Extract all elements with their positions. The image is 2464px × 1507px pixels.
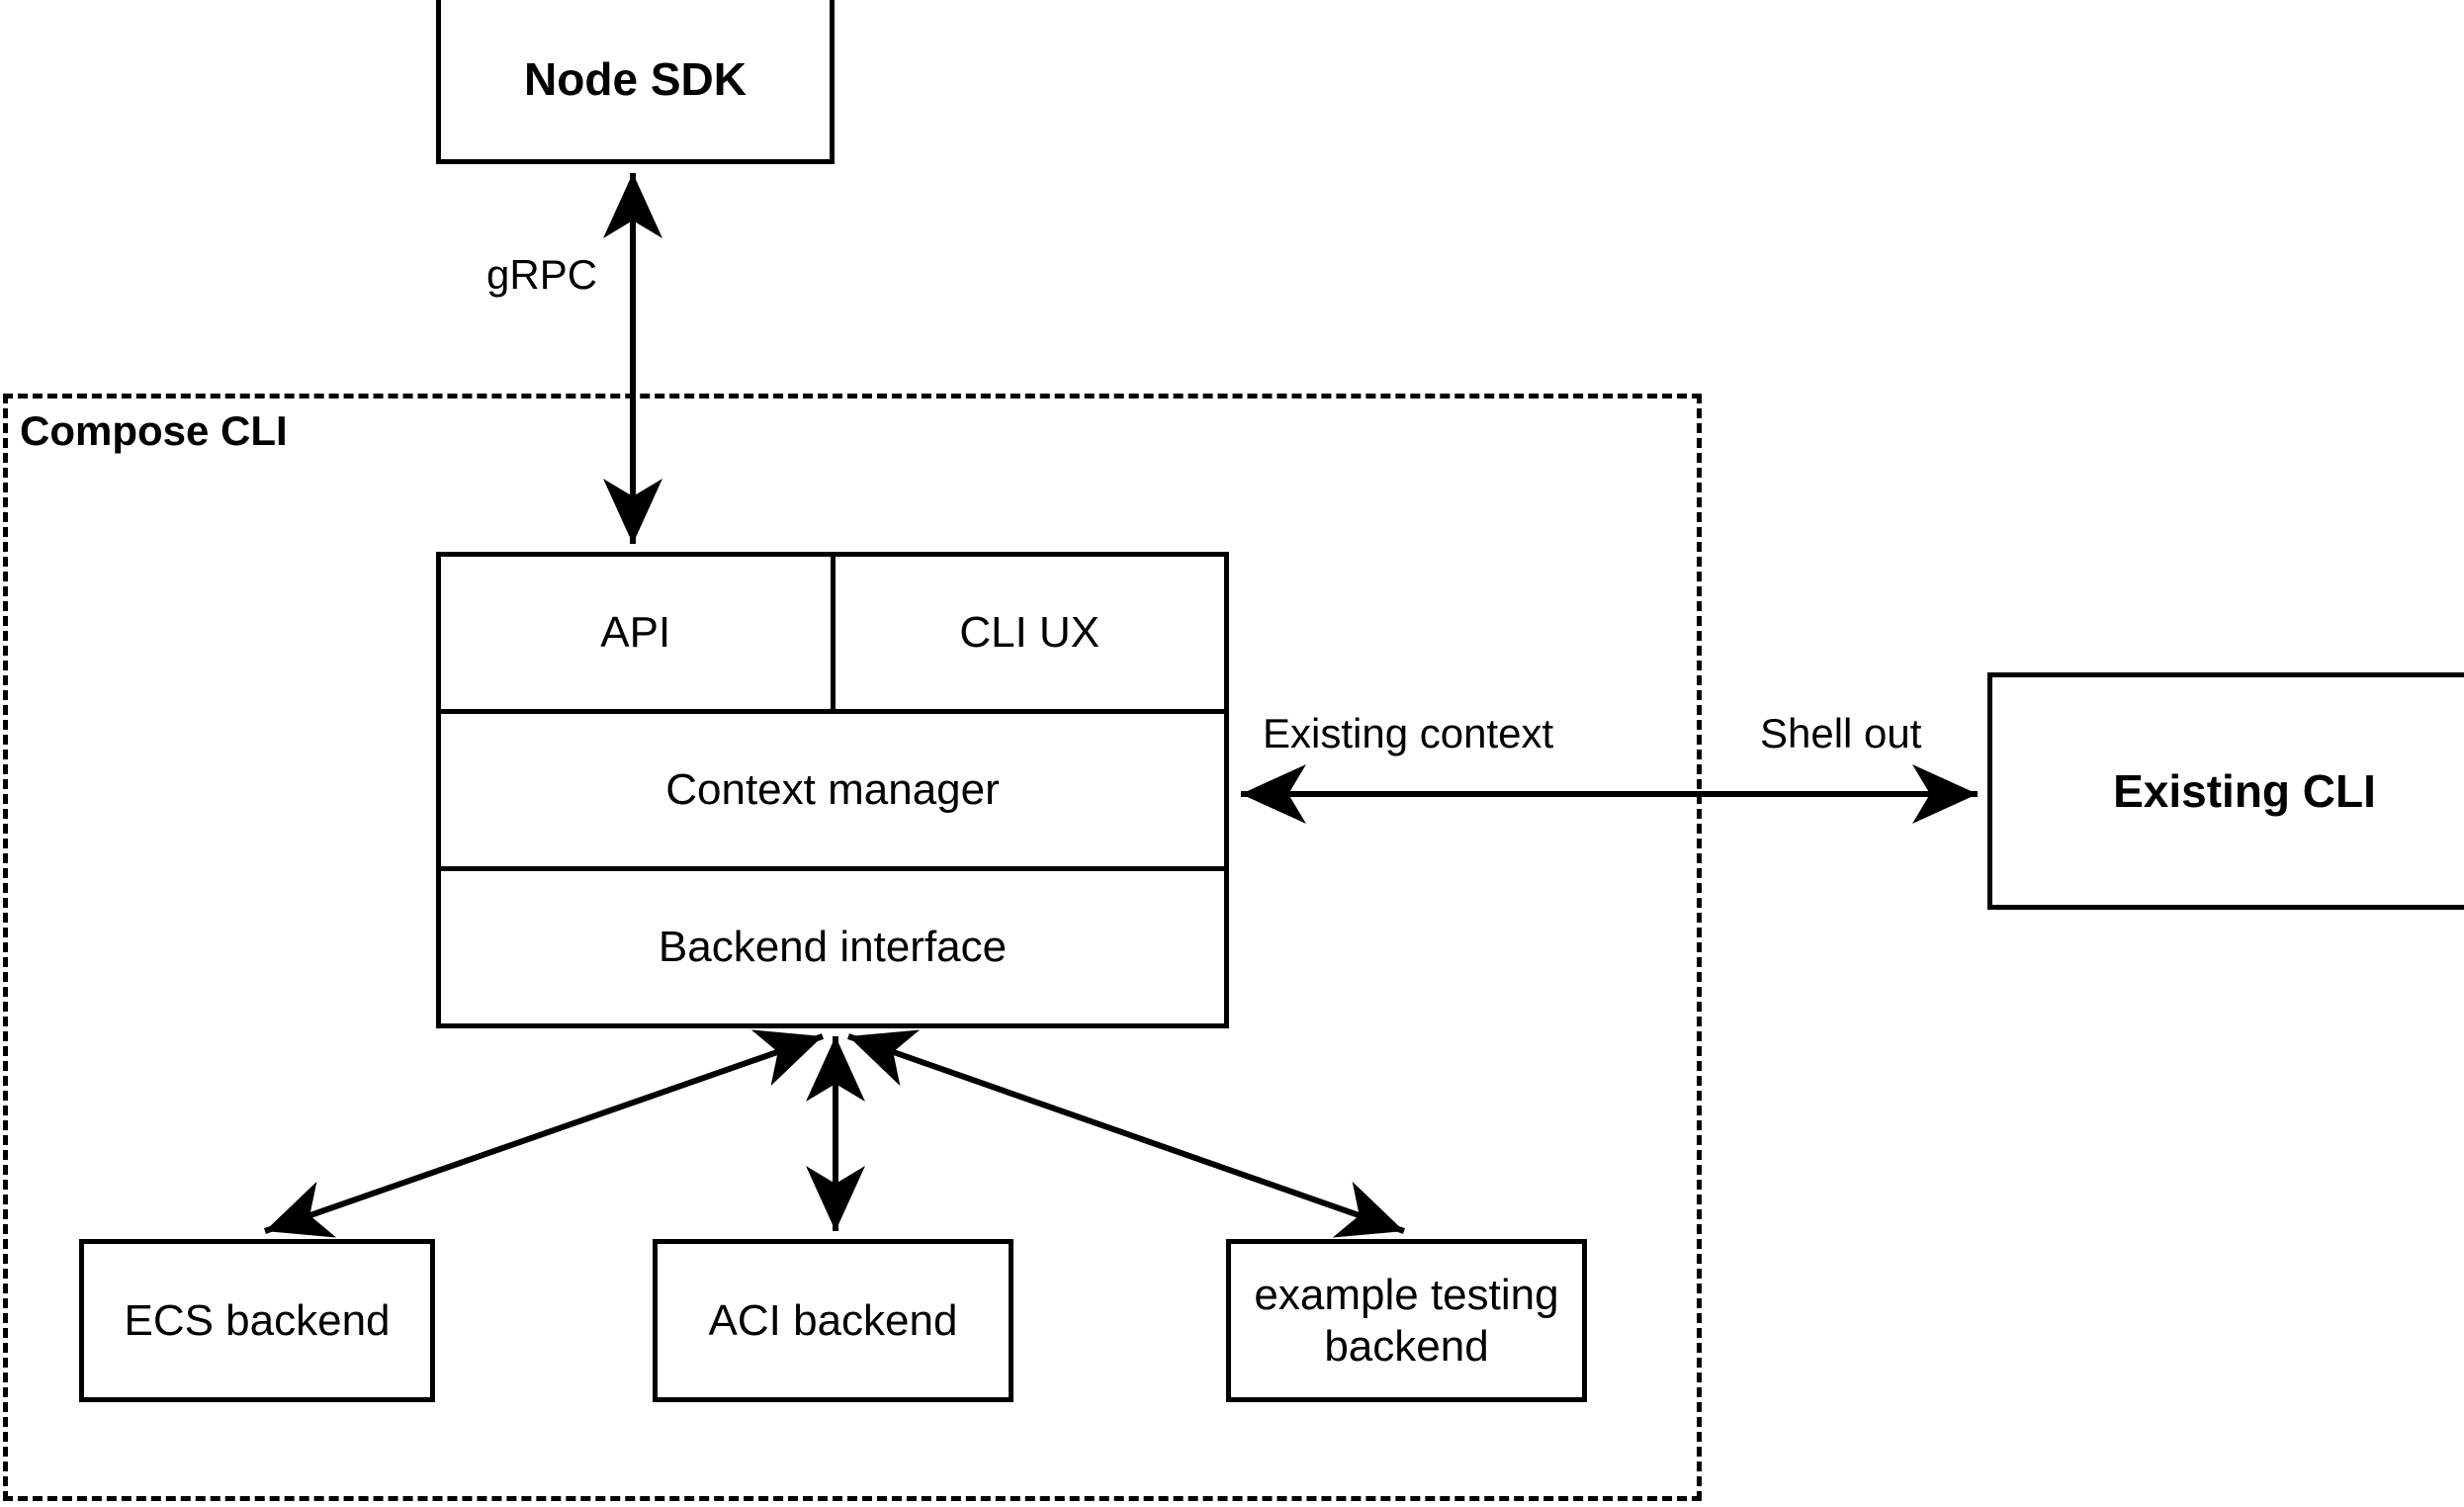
cli-ux-label: CLI UX: [959, 608, 1100, 657]
node-sdk-label: Node SDK: [524, 53, 747, 106]
stack-row-api: API CLI UX: [441, 557, 1224, 709]
stack-cell-context-manager: Context manager: [441, 714, 1224, 866]
stack-cell-backend-interface: Backend interface: [441, 871, 1224, 1023]
existing-cli-box: Existing CLI: [1987, 672, 2464, 910]
aci-backend-box: ACI backend: [653, 1239, 1013, 1402]
compose-cli-group-boundary: [3, 394, 1702, 1501]
compose-cli-group-label: Compose CLI: [20, 407, 288, 454]
stack-row-backend-interface: Backend interface: [441, 866, 1224, 1023]
stack-cell-api: API: [441, 557, 831, 709]
aci-backend-label: ACI backend: [708, 1295, 958, 1345]
stack-cell-cli-ux: CLI UX: [830, 557, 1225, 709]
example-testing-backend-label: example testing backend: [1242, 1270, 1570, 1373]
example-testing-backend-box: example testing backend: [1226, 1239, 1587, 1402]
edge-label-existing-context: Existing context: [1263, 710, 1554, 756]
example-testing-backend-line-1: example testing: [1254, 1270, 1559, 1319]
ecs-backend-box: ECS backend: [79, 1239, 435, 1402]
existing-cli-label: Existing CLI: [2113, 764, 2376, 817]
compose-cli-stack: API CLI UX Context manager Backend inter…: [436, 552, 1229, 1028]
node-sdk-box: Node SDK: [436, 0, 835, 164]
context-manager-label: Context manager: [665, 765, 1000, 814]
api-label: API: [600, 608, 671, 657]
stack-row-context-manager: Context manager: [441, 709, 1224, 866]
edge-label-shell-out: Shell out: [1760, 710, 1922, 756]
edge-label-grpc: gRPC: [486, 251, 598, 298]
ecs-backend-label: ECS backend: [124, 1295, 391, 1345]
example-testing-backend-line-2: backend: [1324, 1321, 1489, 1371]
backend-interface-label: Backend interface: [658, 923, 1008, 971]
